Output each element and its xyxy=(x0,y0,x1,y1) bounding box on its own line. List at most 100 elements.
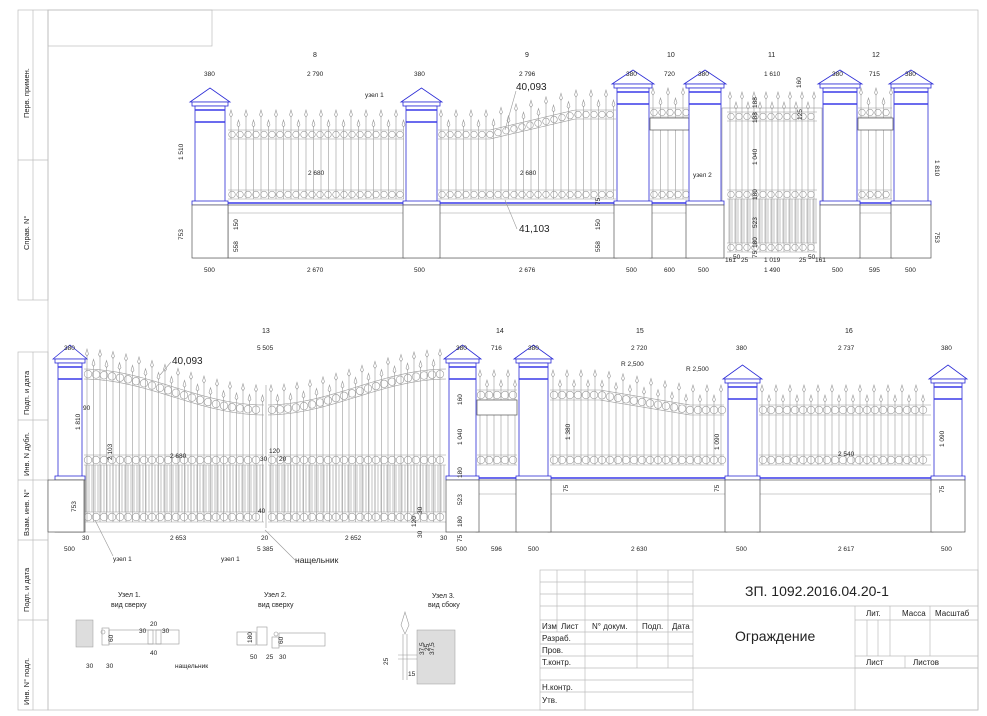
fence-rail xyxy=(228,189,404,200)
rail-ring xyxy=(775,190,783,199)
picket-spear xyxy=(314,387,319,396)
picket-spear xyxy=(872,383,876,393)
dim-label: 180 xyxy=(457,467,464,478)
rail-ring xyxy=(558,190,566,199)
rail-ring xyxy=(300,190,308,199)
rail-ring xyxy=(693,405,703,415)
fence-rail xyxy=(83,454,264,466)
bottom-dimensions: 500 5 385 500 596 500 2 630 500 2 617 50… xyxy=(64,546,952,553)
dim-label: 75 xyxy=(563,484,570,492)
rail-ring xyxy=(886,405,896,415)
picket-spear xyxy=(816,383,820,393)
rail-ring xyxy=(462,130,470,139)
dim-label: 2 103 xyxy=(107,443,114,460)
rail-ring xyxy=(267,405,277,414)
rail-ring xyxy=(574,110,582,119)
post-body xyxy=(688,87,722,206)
picket-spear xyxy=(311,118,316,128)
rail-ring xyxy=(486,190,494,199)
rail-edge xyxy=(267,368,447,406)
fence-rail xyxy=(549,454,727,466)
dim-label: 180 xyxy=(457,516,464,527)
rail-ring xyxy=(838,405,848,415)
callout-label: 40,093 xyxy=(172,356,203,367)
rail-ring xyxy=(179,512,189,522)
rail-ring xyxy=(155,383,165,392)
dim-label: 380 xyxy=(204,71,215,78)
picket-spear xyxy=(574,88,578,98)
dim-label: 125 xyxy=(797,109,804,120)
dim-label: 753 xyxy=(71,501,78,512)
picket-spear xyxy=(914,383,918,393)
picket-spear xyxy=(150,359,154,369)
picket-spear xyxy=(691,383,695,393)
picket-spear xyxy=(921,393,925,403)
rail-ring xyxy=(910,405,920,415)
callout-label: 40,093 xyxy=(516,82,547,93)
picket-spear xyxy=(581,98,586,108)
picket-spear xyxy=(566,100,571,110)
picket-spear xyxy=(111,350,115,359)
rail-ring xyxy=(866,108,874,117)
post-cornice xyxy=(930,378,966,384)
rail-ring xyxy=(791,112,799,121)
picket-spear xyxy=(684,393,688,402)
section-number: 13 xyxy=(262,328,270,335)
dim-label: 2 720 xyxy=(631,345,648,352)
plinth-wall xyxy=(227,204,406,259)
rail-ring xyxy=(228,130,236,139)
rail-ring xyxy=(291,403,301,412)
dim-label: 40 xyxy=(150,650,158,657)
post-body xyxy=(57,362,83,481)
rail-ring xyxy=(348,130,356,139)
rail-ring xyxy=(371,512,381,522)
dim-label: 180 xyxy=(247,632,254,643)
brick-post xyxy=(188,87,232,259)
rail-ring xyxy=(790,405,800,415)
dim-label: 25 xyxy=(424,643,431,651)
rail-ring xyxy=(767,112,775,121)
picket-spear xyxy=(349,108,353,118)
picket-spear xyxy=(484,108,488,118)
rail-ring xyxy=(403,373,413,383)
picket-spear xyxy=(304,108,308,118)
dim-label: 2 680 xyxy=(170,453,187,460)
picket-spear xyxy=(788,383,792,393)
post-plinth xyxy=(930,475,966,481)
picket-spear xyxy=(438,348,442,357)
picket-spear xyxy=(865,393,869,403)
dim-label: 500 xyxy=(64,546,75,553)
rail-ring xyxy=(211,512,221,522)
detail-title: Узел 1. xyxy=(118,592,141,599)
fence-rail xyxy=(83,368,265,416)
tb-sheets: Листов xyxy=(913,658,939,667)
fence-rail xyxy=(438,189,616,200)
rail-ring xyxy=(446,130,454,139)
picket-spear xyxy=(649,377,653,386)
rail-ring xyxy=(650,108,658,117)
rail-ring xyxy=(589,390,599,400)
rail-ring xyxy=(323,455,333,465)
rail-ring xyxy=(219,512,229,522)
rail-ring xyxy=(774,455,784,465)
picket-spear xyxy=(491,118,496,127)
rail-ring xyxy=(347,389,357,398)
dim-label: 380 xyxy=(456,345,467,352)
picket-spear xyxy=(666,86,670,96)
rail-ring xyxy=(637,397,647,407)
picket-spear xyxy=(371,118,376,128)
picket-spear xyxy=(712,393,716,403)
infill-panel xyxy=(649,117,690,131)
detail-node-3: Узел 3. вид сбоку 25 15 37,5 25 37,5 xyxy=(383,593,460,685)
drawing-name: Ограждение xyxy=(735,628,815,644)
post-cornice xyxy=(54,358,86,364)
picket-spear xyxy=(656,388,660,398)
picket-spear xyxy=(130,364,135,373)
rail-ring xyxy=(292,130,300,139)
brick-post xyxy=(512,344,555,533)
picket-spear xyxy=(851,393,855,403)
picket-spear xyxy=(681,86,685,96)
dim-label: 60 xyxy=(108,634,115,642)
rail-ring xyxy=(534,119,542,127)
